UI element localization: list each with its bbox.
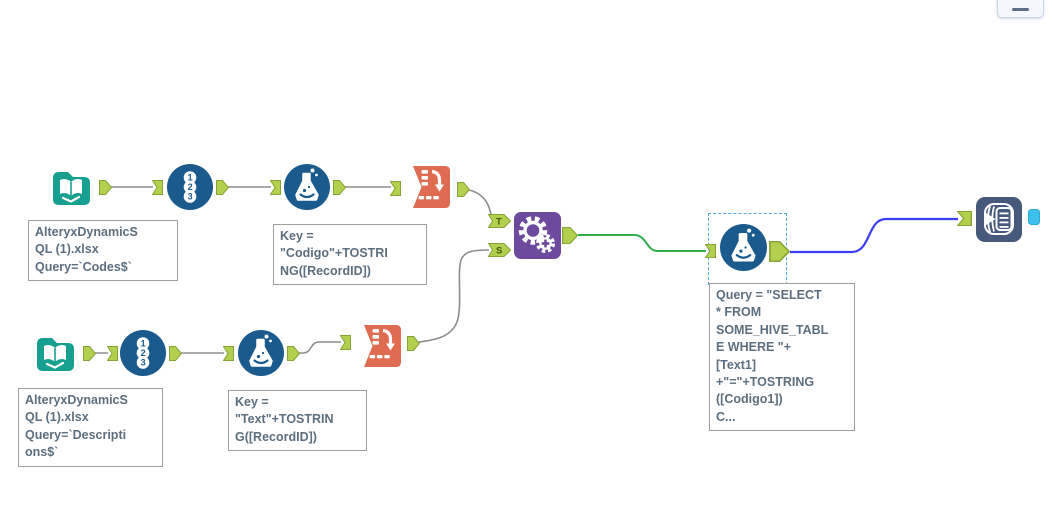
annotation-formula-codes-key[interactable]: Key = "Codigo"+TOSTRI NG([RecordID]) <box>273 224 427 286</box>
output-anchor[interactable] <box>562 227 578 244</box>
formula-flask-icon <box>720 224 767 271</box>
macro-gears-icon <box>514 212 561 259</box>
tool-input-data-codes[interactable] <box>48 164 94 210</box>
output-anchor[interactable] <box>83 346 96 361</box>
output-anchor[interactable] <box>169 346 182 361</box>
cross-tab-icon <box>355 321 405 371</box>
join-input-anchor-t[interactable]: T <box>488 214 511 228</box>
output-anchor[interactable] <box>287 346 300 361</box>
wire-join-formula2[interactable] <box>578 234 706 252</box>
input-anchor[interactable] <box>152 180 163 195</box>
wire-formula3-crosstab2[interactable] <box>291 341 341 354</box>
output-anchor[interactable] <box>216 180 229 195</box>
minus-icon <box>1012 7 1029 11</box>
annotation-input-descriptions[interactable]: AlteryxDynamicS QL (1).xlsx Query=`Descr… <box>18 388 163 467</box>
tool-formula-text[interactable] <box>238 330 284 376</box>
tool-join-macro[interactable] <box>514 212 561 259</box>
formula-flask-icon <box>284 164 330 210</box>
input-anchor[interactable] <box>107 346 118 361</box>
wire-formula2-output[interactable] <box>790 217 958 254</box>
record-id-icon <box>167 164 213 210</box>
svg-text:T: T <box>496 217 502 228</box>
collapse-button[interactable] <box>997 0 1044 18</box>
output-data-icon <box>975 196 1023 243</box>
tool-crosstab-codes[interactable] <box>404 162 454 212</box>
formula-flask-icon <box>238 330 284 376</box>
input-anchor[interactable] <box>705 244 716 258</box>
annotation-formula-text-key[interactable]: Key = "Text"+TOSTRIN G([RecordID]) <box>228 390 367 452</box>
annotation-input-codes[interactable]: AlteryxDynamicS QL (1).xlsx Query=`Codes… <box>28 220 178 282</box>
cyan-output-anchor[interactable] <box>1028 209 1040 225</box>
tool-formula-query[interactable] <box>720 224 767 271</box>
annotation-formula-query[interactable]: Query = "SELECT * FROM SOME_HIVE_TABL E … <box>709 283 855 432</box>
cross-tab-icon <box>404 162 454 212</box>
output-anchor[interactable] <box>333 180 346 195</box>
join-input-anchor-s[interactable]: S <box>488 243 511 257</box>
tool-output-data[interactable] <box>975 196 1023 243</box>
output-anchor[interactable] <box>769 241 790 262</box>
output-anchor[interactable] <box>407 336 420 351</box>
input-data-icon <box>32 330 78 376</box>
input-anchor[interactable] <box>390 181 401 196</box>
input-anchor[interactable] <box>957 211 972 226</box>
tool-formula-codes[interactable] <box>284 164 330 210</box>
record-id-icon <box>120 330 166 376</box>
input-anchor[interactable] <box>270 180 281 195</box>
tool-record-id-descriptions[interactable] <box>120 330 166 376</box>
input-anchor[interactable] <box>223 346 234 361</box>
input-anchor[interactable] <box>340 335 351 350</box>
wire-crosstab2-join-s[interactable] <box>411 249 490 344</box>
input-data-icon <box>48 164 94 210</box>
tool-record-id-codes[interactable] <box>167 164 213 210</box>
output-anchor[interactable] <box>457 182 470 197</box>
tool-crosstab-descriptions[interactable] <box>355 321 405 371</box>
svg-text:S: S <box>496 246 502 257</box>
tool-input-data-descriptions[interactable] <box>32 330 78 376</box>
output-anchor[interactable] <box>99 180 112 195</box>
